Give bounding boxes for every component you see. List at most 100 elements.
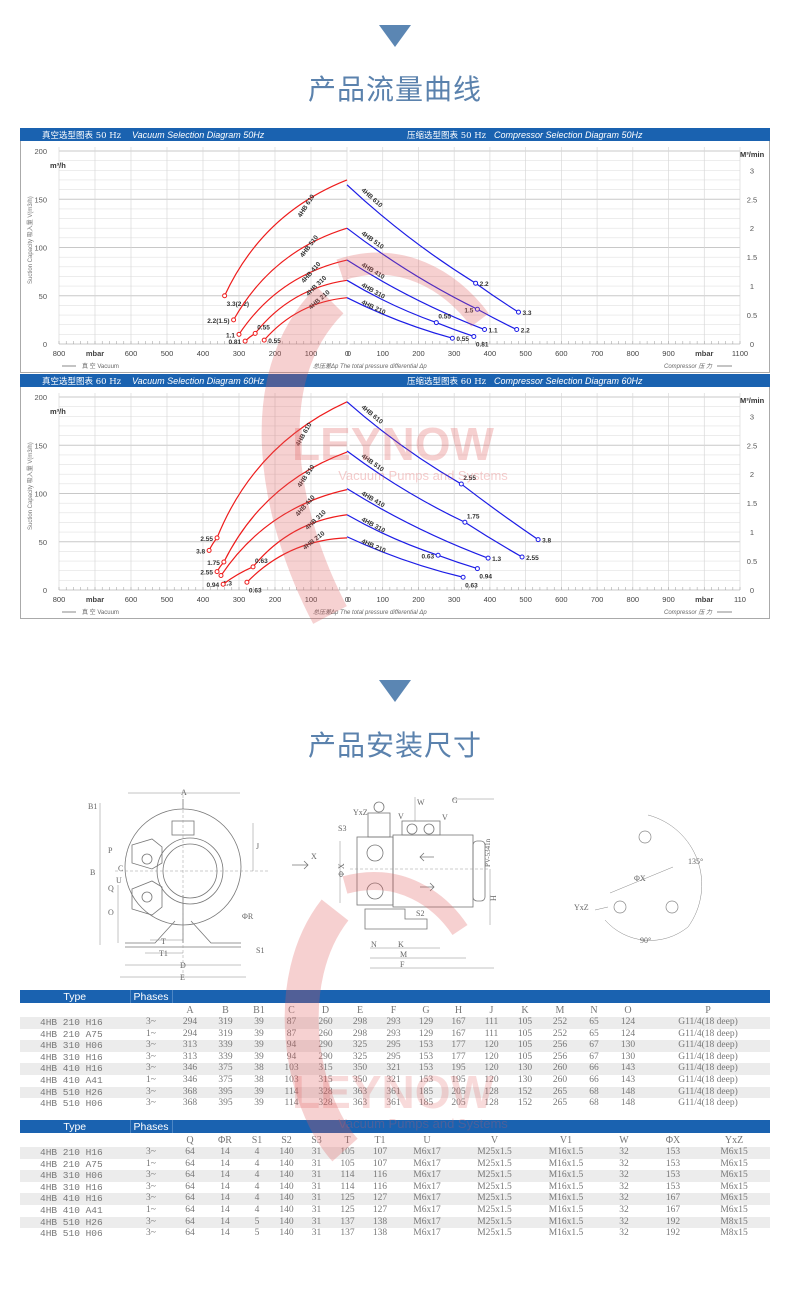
cell-value: 94 — [286, 1051, 297, 1062]
y-tick-label-left: 0 — [43, 340, 47, 349]
compressor-caption: Compressor 压 力 — [664, 608, 713, 616]
cell-value: 295 — [386, 1051, 401, 1062]
cell-value: M6x17 — [413, 1228, 441, 1239]
data-point-marker — [449, 335, 455, 341]
compressor-curve-4hb-610 — [346, 184, 519, 313]
column-header-7: U — [423, 1134, 431, 1146]
flange-label-yxz: YxZ — [574, 903, 589, 912]
cell-value: 4 — [242, 1170, 272, 1182]
data-point-label: 2.55 — [463, 475, 476, 482]
column-header-phases: Phases — [129, 1120, 173, 1133]
cell-value: 375 — [218, 1074, 233, 1085]
cell-value: 31 — [301, 1147, 332, 1159]
column-header-9: J — [489, 1004, 494, 1016]
cell-value: G11/4(18 deep) — [678, 1051, 738, 1062]
cell-value: 129 — [410, 1017, 442, 1029]
cell-value: 87 — [275, 1017, 308, 1029]
cell-value: 114 — [275, 1086, 308, 1099]
y-tick-label-right: 2 — [750, 470, 754, 479]
chart-header-bar — [20, 374, 770, 387]
cell-value: 114 — [332, 1170, 363, 1182]
cell-value: M6x15 — [698, 1193, 771, 1205]
dim-label-g: G — [452, 796, 458, 805]
flange-label-phi-x: ΦX — [634, 874, 646, 883]
y-tick-label-left: 200 — [34, 393, 47, 402]
cell-type: 4HB 510 H06 — [40, 1228, 103, 1240]
cell-value: 4 — [254, 1204, 260, 1215]
chart-frame — [20, 128, 770, 373]
data-point-marker — [231, 317, 237, 323]
x-tick-label-vacuum: mbar — [86, 595, 104, 604]
cell-value: 153 — [418, 1074, 434, 1085]
cell-value: M6x17 — [413, 1204, 441, 1215]
compressor-title-cn: 压缩选型图表 60 Hz — [407, 376, 487, 387]
column-header-6: F — [390, 1004, 397, 1016]
vacuum-curve-4hb-510 — [233, 227, 348, 321]
column-header-0: Q — [186, 1134, 194, 1146]
cell-value: 66 — [578, 1063, 610, 1075]
cell-value: 64 — [185, 1204, 195, 1215]
cell-value: 256 — [552, 1051, 568, 1062]
y-unit-left: m³/h — [50, 161, 66, 170]
cell-value: 293 — [377, 1017, 410, 1029]
data-point-marker — [261, 337, 267, 343]
column-header-12: N — [590, 1004, 598, 1016]
cell-value: 14 — [208, 1193, 242, 1205]
cell-phases: 3~ — [130, 1147, 172, 1159]
cell-value: M25x1.5 — [477, 1158, 512, 1169]
cell-value: M25x1.5 — [457, 1147, 532, 1159]
cell-phases: 3~ — [130, 1170, 172, 1182]
cell-value: 375 — [208, 1063, 243, 1075]
cell-value: 128 — [484, 1098, 499, 1109]
dim-label-q: Q — [108, 884, 114, 893]
cell-value: 140 — [272, 1147, 301, 1159]
cell-phases: 3~ — [130, 1216, 172, 1229]
cell-value: 31 — [311, 1228, 322, 1239]
cell-value: 114 — [340, 1181, 355, 1192]
cell-value: 167 — [648, 1193, 698, 1205]
cell-value: 39 — [243, 1040, 275, 1052]
compressor-title-en: Compressor Selection Diagram 50Hz — [494, 130, 643, 140]
cell-value: 105 — [508, 1040, 542, 1052]
cell-value: 31 — [311, 1204, 322, 1215]
cell-type: 4HB 410 A41 — [40, 1204, 103, 1216]
cell-value: 120 — [484, 1051, 499, 1062]
data-point-marker — [515, 309, 521, 315]
data-point-label: 1.75 — [467, 513, 480, 520]
y-unit-right: M³/min — [740, 396, 765, 405]
cell-value: 32 — [600, 1147, 648, 1159]
cell-value: M25x1.5 — [477, 1204, 512, 1215]
cell-phases: 3~ — [130, 1193, 172, 1205]
cell-type: 4HB 310 H06 — [20, 1170, 130, 1182]
cell-value: 153 — [648, 1147, 698, 1159]
cell-value: 4 — [242, 1147, 272, 1159]
cell-value: 68 — [589, 1098, 599, 1109]
cell-value: M16x1.5 — [548, 1204, 584, 1215]
x-tick-label-vacuum: 800 — [53, 349, 66, 358]
cell-value: 105 — [517, 1051, 533, 1062]
cell-value: 105 — [517, 1028, 533, 1039]
cell-value: 120 — [475, 1040, 508, 1052]
x-tick-label-vacuum: 600 — [125, 595, 138, 604]
cell-value: M8x15 — [698, 1216, 771, 1229]
y-tick-label-left: 100 — [34, 244, 47, 253]
cell-phases: 3~ — [130, 1063, 172, 1075]
column-header-1: B — [222, 1004, 229, 1016]
cell-value: 107 — [363, 1147, 397, 1159]
vacuum-title-cn: 真空选型图表 60 Hz — [42, 376, 122, 387]
y-axis-label: Suction Capacity 吸入量 V(m3/h) — [27, 442, 34, 530]
data-point-marker — [535, 537, 541, 543]
cell-value: 140 — [272, 1216, 301, 1229]
data-point-marker — [482, 327, 488, 333]
cell-value: M6x17 — [413, 1181, 441, 1192]
cell-value: 205 — [442, 1086, 475, 1099]
x-tick-label-vacuum: 100 — [305, 595, 318, 604]
cell-value: 14 — [208, 1147, 242, 1159]
x-tick-label-compressor: 700 — [591, 595, 604, 604]
cell-value: M6x17 — [397, 1216, 457, 1229]
cell-type: 4HB 310 H06 — [20, 1040, 130, 1052]
